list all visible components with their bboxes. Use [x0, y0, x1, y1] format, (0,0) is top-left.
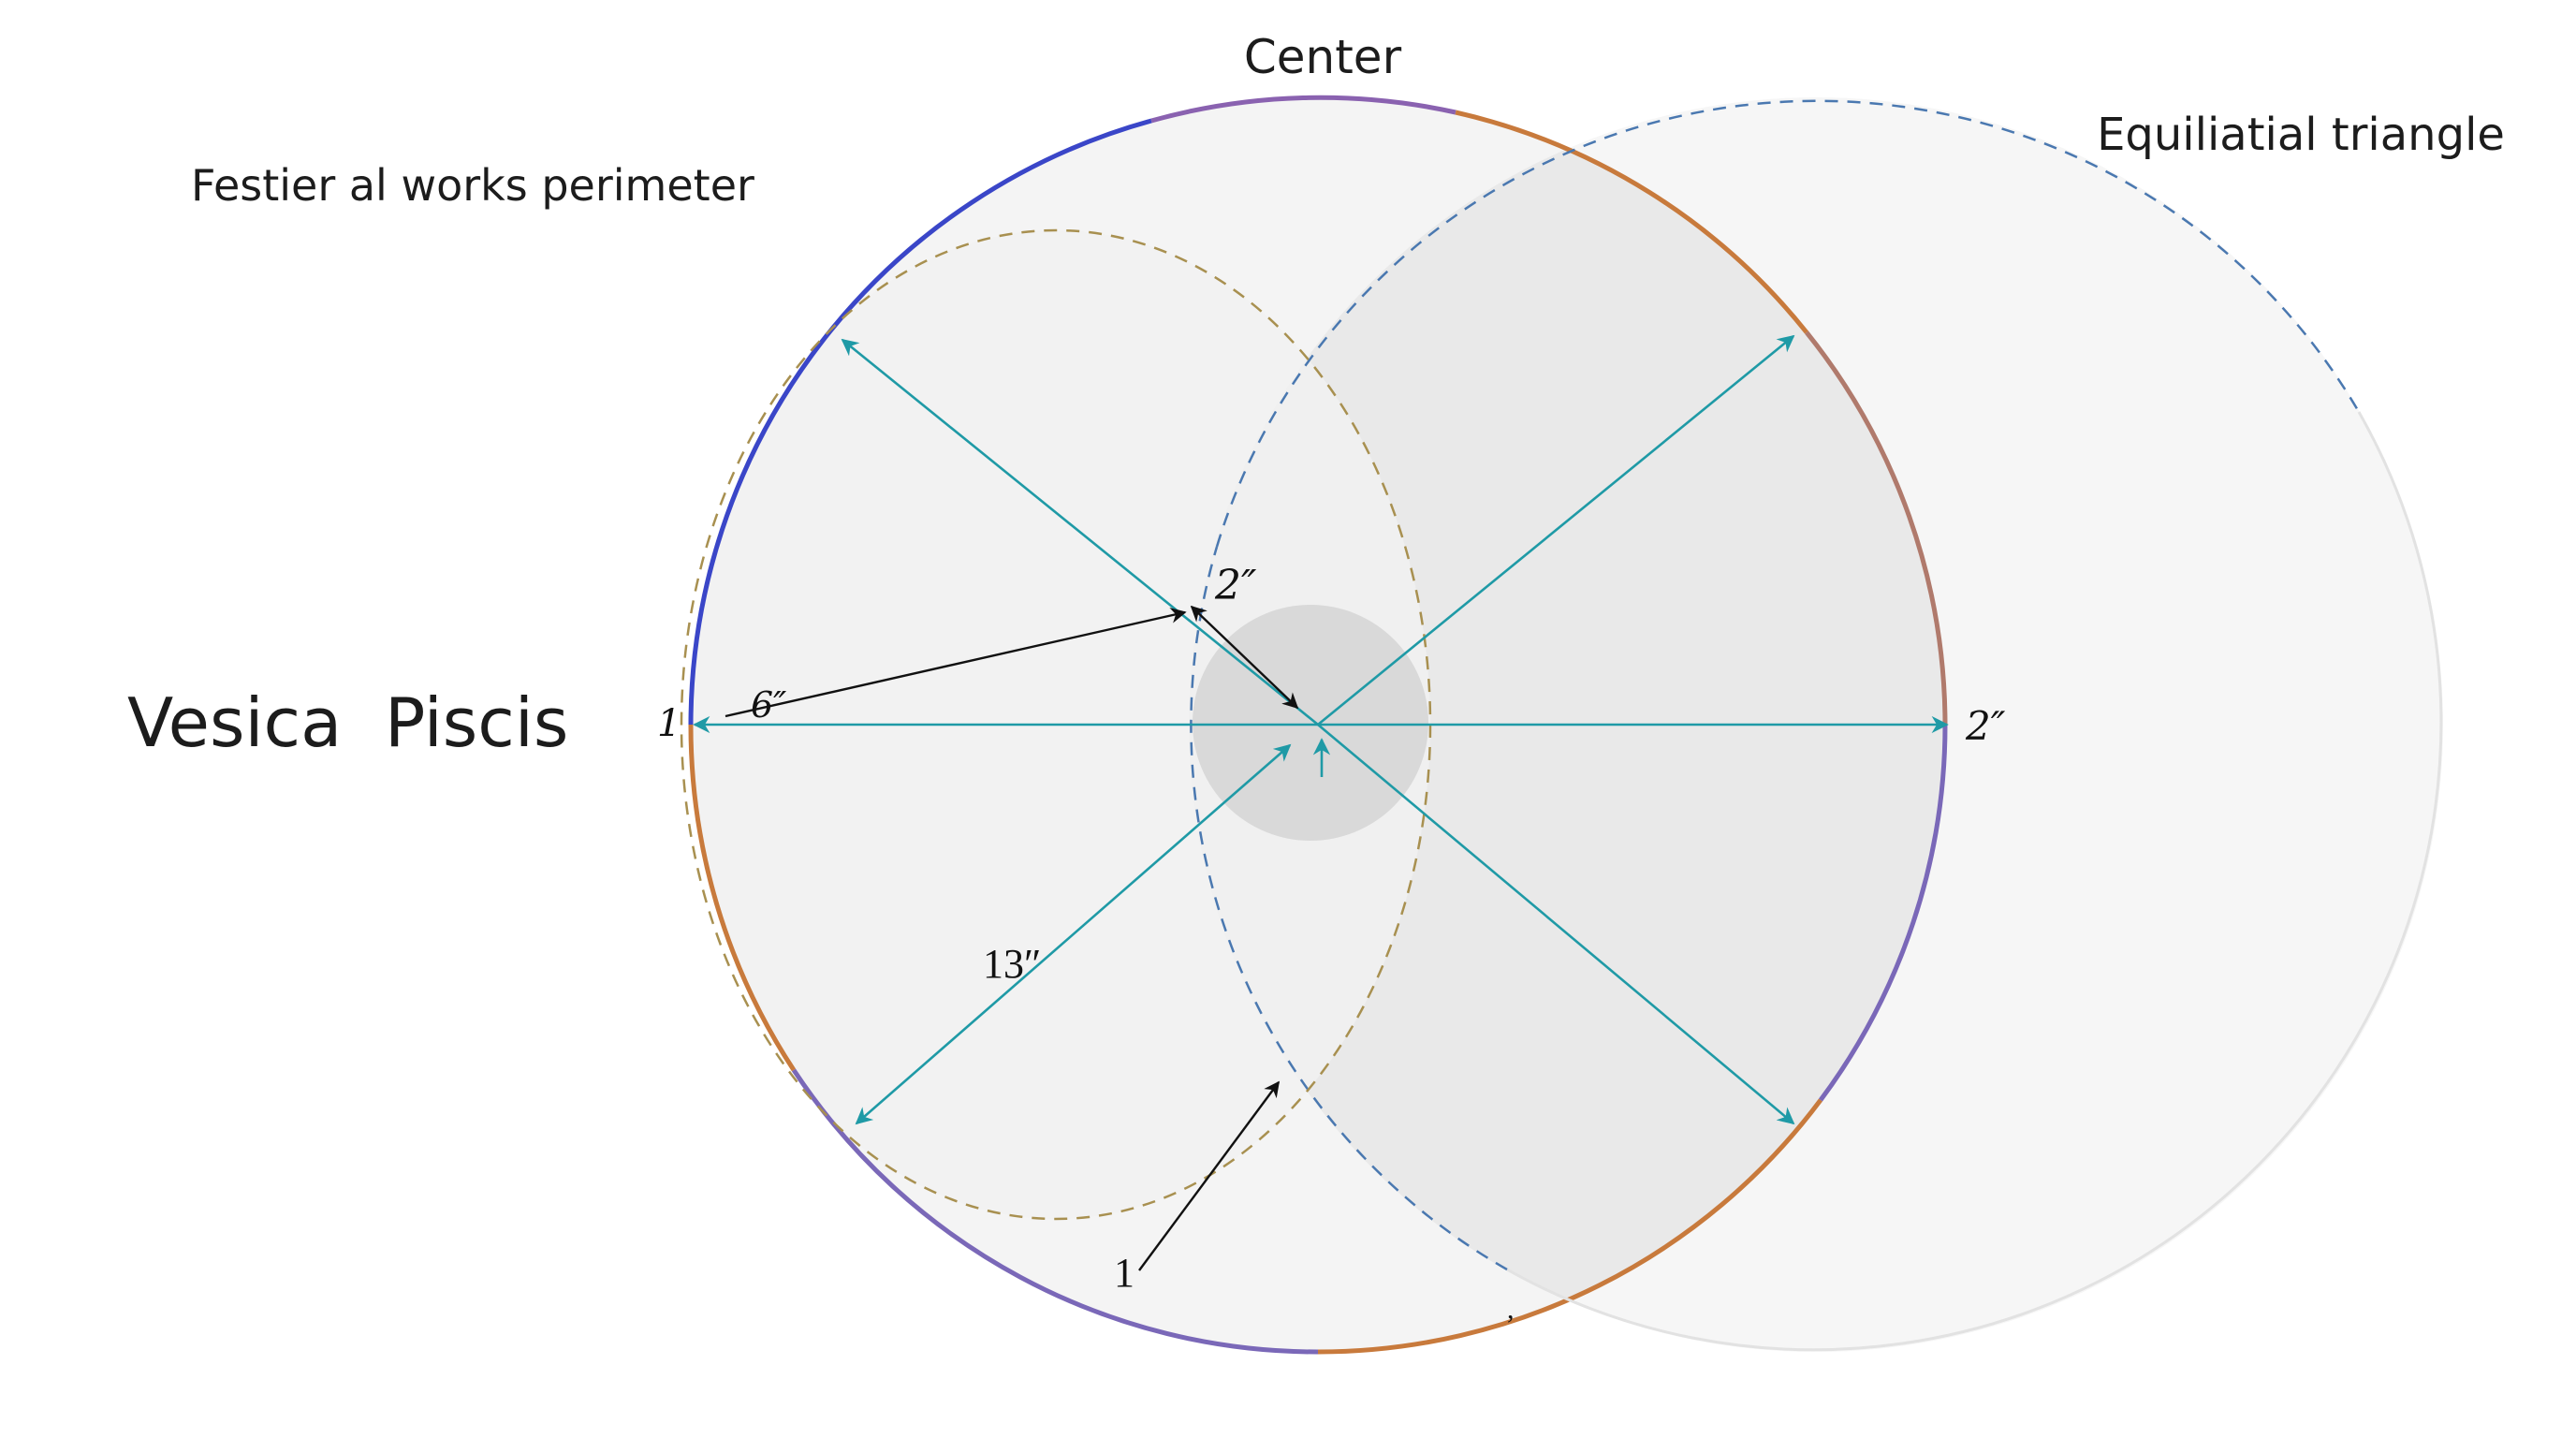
- main-circle-outline: [688, 95, 1948, 1355]
- label-two-right: 2″: [1965, 703, 2006, 749]
- label-left-one: 1: [657, 702, 681, 745]
- label-equilateral-triangle: Equiliatial triangle: [2097, 109, 2505, 161]
- label-bottom-one: 1: [1114, 1250, 1134, 1296]
- arrow-bottom-one: [1138, 1080, 1281, 1271]
- label-tiny-mark: ,: [1507, 1294, 1515, 1325]
- arrow-six: [724, 608, 1187, 718]
- label-six-inch: 6″: [751, 684, 786, 726]
- label-center: Center: [1244, 30, 1402, 84]
- label-two-top: 2″: [1214, 562, 1257, 609]
- arrow-two-top: [1190, 605, 1299, 710]
- label-thirteen-inch: 13″: [983, 941, 1041, 987]
- label-festier-perimeter: Festier al works perimeter: [191, 160, 754, 211]
- arrow-lower-left: [855, 743, 1292, 1125]
- black-arrows: [724, 605, 1299, 1271]
- right-circle-outline: [1190, 99, 2443, 1352]
- arrow-lower-right: [1317, 724, 1795, 1125]
- arrow-upper-right: [1317, 334, 1795, 726]
- diagram-title: Vesica Piscis: [127, 683, 568, 762]
